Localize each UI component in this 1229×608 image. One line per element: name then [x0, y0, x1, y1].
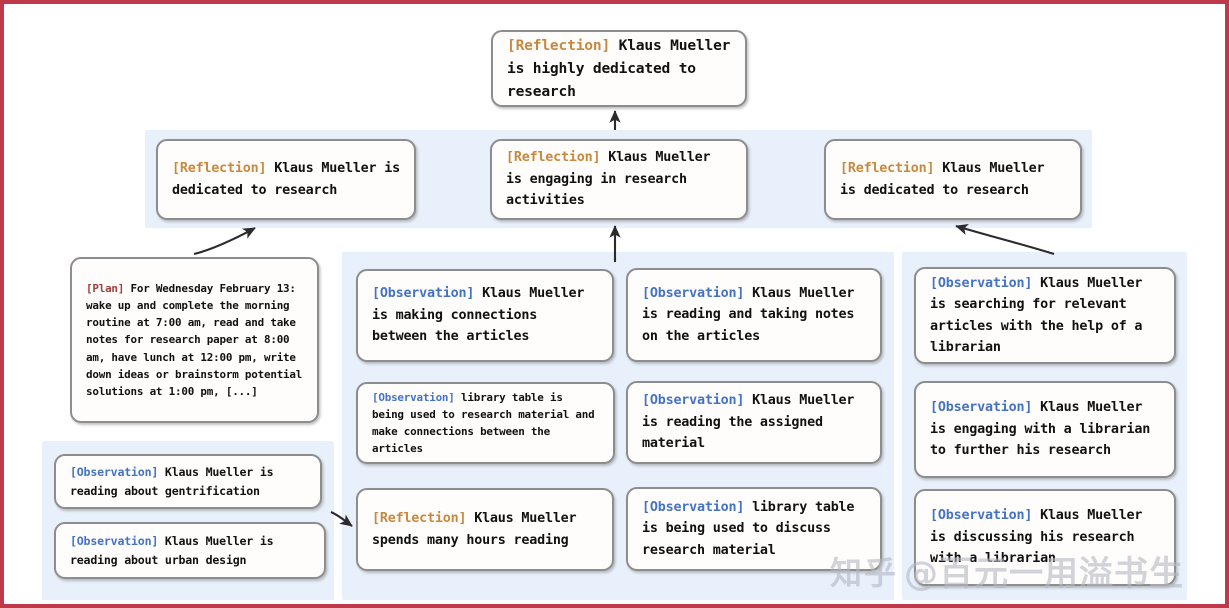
node-observation-library-table-connections[interactable]: [Observation] library table is being use… — [356, 382, 615, 464]
node-body: Klaus Mueller is reading and taking note… — [642, 285, 863, 344]
node-text: [Observation] Klaus Mueller is reading a… — [56, 532, 324, 568]
node-text: [Reflection] Klaus Mueller spends many h… — [358, 508, 612, 551]
node-text: [Reflection] Klaus Mueller is dedicated … — [158, 158, 414, 201]
node-observation-urban-design[interactable]: [Observation] Klaus Mueller is reading a… — [54, 522, 326, 579]
node-text: [Reflection] Klaus Mueller is dedicated … — [826, 158, 1080, 201]
node-text: [Observation] library table is being use… — [628, 497, 880, 562]
observation-tag: [Observation] — [642, 393, 745, 409]
node-body: Klaus Mueller is searching for relevant … — [930, 275, 1151, 356]
observation-tag: [Observation] — [372, 286, 475, 302]
node-reflection-left[interactable]: [Reflection] Klaus Mueller is dedicated … — [156, 139, 416, 220]
node-body: For Wednesday February 13: wake up and c… — [86, 281, 309, 398]
observation-tag: [Observation] — [642, 285, 745, 301]
node-observation-engaging-librarian[interactable]: [Observation] Klaus Mueller is engaging … — [914, 381, 1176, 478]
node-text: [Observation] Klaus Mueller is making co… — [358, 283, 612, 348]
reflection-tag: [Reflection] — [507, 37, 611, 54]
node-text: [Reflection] Klaus Mueller is highly ded… — [493, 34, 745, 103]
node-reflection-hours-reading[interactable]: [Reflection] Klaus Mueller spends many h… — [356, 488, 614, 571]
node-body: Klaus Mueller is dedicated to research — [840, 161, 1053, 198]
node-observation-assigned-material[interactable]: [Observation] Klaus Mueller is reading t… — [626, 381, 882, 464]
node-observation-searching-articles[interactable]: [Observation] Klaus Mueller is searching… — [914, 267, 1176, 364]
node-reflection-middle[interactable]: [Reflection] Klaus Mueller is engaging i… — [490, 139, 748, 220]
node-observation-library-table-discuss[interactable]: [Observation] library table is being use… — [626, 487, 882, 571]
node-body: Klaus Mueller is engaging in research ac… — [506, 150, 719, 209]
node-text: [Observation] Klaus Mueller is reading a… — [56, 463, 320, 499]
observation-tag: [Observation] — [930, 508, 1033, 524]
node-text: [Observation] Klaus Mueller is engaging … — [916, 397, 1174, 462]
reflection-tag: [Reflection] — [506, 150, 601, 166]
node-text: [Observation] library table is being use… — [358, 389, 613, 458]
observation-tag: [Observation] — [930, 275, 1033, 291]
node-plan[interactable]: [Plan] For Wednesday February 13: wake u… — [70, 257, 319, 423]
node-body: Klaus Mueller is reading about gentrific… — [70, 465, 281, 498]
reflection-tag: [Reflection] — [172, 161, 267, 176]
node-body: Klaus Mueller is highly dedicated to res… — [507, 37, 739, 100]
reflection-tag: [Reflection] — [840, 161, 935, 176]
node-text: [Observation] Klaus Mueller is reading t… — [628, 390, 880, 455]
node-body: Klaus Mueller spends many hours reading — [372, 511, 585, 548]
node-text: [Reflection] Klaus Mueller is engaging i… — [492, 147, 746, 212]
plan-tag: [Plan] — [86, 281, 125, 295]
observation-tag: [Observation] — [70, 534, 159, 549]
node-body: library table is being used to discuss r… — [642, 499, 863, 558]
observation-tag: [Observation] — [642, 499, 745, 515]
node-top-reflection[interactable]: [Reflection] Klaus Mueller is highly ded… — [491, 30, 747, 107]
observation-tag: [Observation] — [70, 465, 159, 480]
node-observation-taking-notes[interactable]: [Observation] Klaus Mueller is reading a… — [626, 268, 882, 362]
node-body: Klaus Mueller is making connections betw… — [372, 286, 593, 345]
node-body: library table is being used to research … — [372, 390, 601, 456]
node-observation-gentrification[interactable]: [Observation] Klaus Mueller is reading a… — [54, 454, 322, 509]
node-text: [Plan] For Wednesday February 13: wake u… — [72, 280, 317, 400]
node-reflection-right[interactable]: [Reflection] Klaus Mueller is dedicated … — [824, 139, 1082, 220]
node-body: Klaus Mueller is dedicated to research — [172, 161, 408, 198]
node-text: [Observation] Klaus Mueller is discussin… — [916, 505, 1174, 570]
observation-tag: [Observation] — [930, 400, 1033, 416]
node-text: [Observation] Klaus Mueller is reading a… — [628, 283, 880, 348]
node-observation-making-connections[interactable]: [Observation] Klaus Mueller is making co… — [356, 269, 614, 362]
node-body: Klaus Mueller is engaging with a librari… — [930, 400, 1159, 459]
observation-tag: [Observation] — [372, 390, 455, 404]
node-body: Klaus Mueller is reading about urban des… — [70, 534, 281, 567]
reflection-tag: [Reflection] — [372, 511, 467, 526]
node-body: Klaus Mueller is reading the assigned ma… — [642, 393, 863, 452]
node-body: Klaus Mueller is discussing his research… — [930, 508, 1151, 567]
node-observation-discussing-librarian[interactable]: [Observation] Klaus Mueller is discussin… — [914, 489, 1176, 586]
node-text: [Observation] Klaus Mueller is searching… — [916, 273, 1174, 359]
